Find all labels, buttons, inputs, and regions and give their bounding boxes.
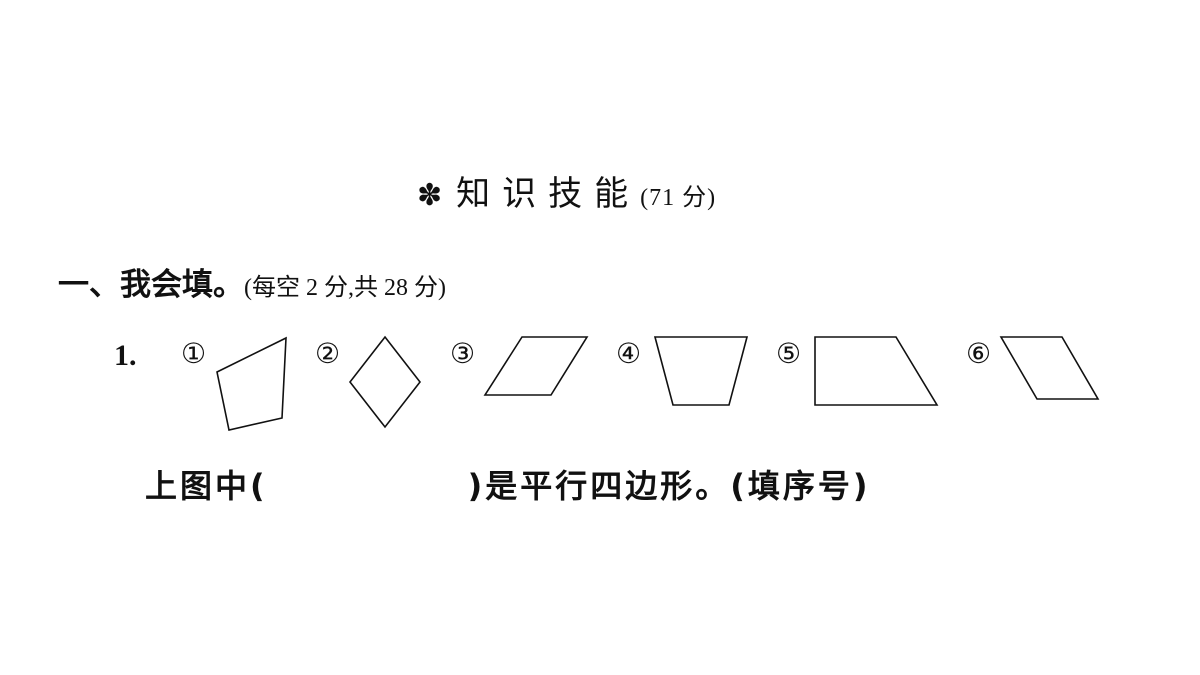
heading-score-note: (每空 2 分,共 28 分) <box>244 275 446 301</box>
section-title-text: 知识技能 <box>456 174 641 214</box>
shape-label-2: ② <box>315 337 341 370</box>
shape-label-5: ⑤ <box>776 337 802 370</box>
shape-2-rhombus <box>348 335 422 429</box>
question-text-after: )是平行四边形。(填序号) <box>467 467 871 505</box>
shape-label-3: ③ <box>450 337 476 370</box>
shape-label-6: ⑥ <box>966 337 992 370</box>
shape-4-trapezoid <box>653 336 749 406</box>
question-text-before: 上图中( <box>145 467 268 505</box>
shape-5-right-trapezoid <box>814 336 939 406</box>
flower-icon: ✽ <box>417 178 443 213</box>
shape-label-1: ① <box>181 337 207 370</box>
heading-text: 一、我会填。 <box>58 267 244 303</box>
shape-3-parallelogram <box>483 336 589 396</box>
shape-1-quadrilateral <box>216 336 287 431</box>
question-number: 1. <box>114 339 137 372</box>
question-group-heading: 一、我会填。(每空 2 分,共 28 分) <box>58 262 446 311</box>
section-title: ✽ 知识技能(71 分) <box>417 170 716 222</box>
shape-label-4: ④ <box>616 337 642 370</box>
fill-in-question: 上图中( )是平行四边形。(填序号) <box>145 463 871 509</box>
shape-6-parallelogram <box>999 336 1100 400</box>
section-score: (71 分) <box>640 185 717 211</box>
